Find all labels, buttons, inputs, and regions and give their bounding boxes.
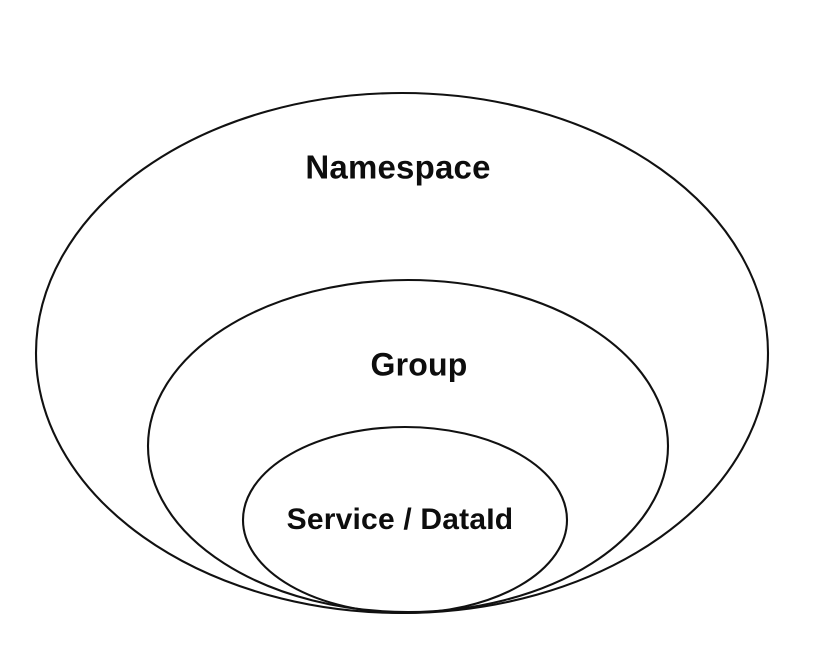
group-label: Group bbox=[371, 346, 468, 382]
service-dataid-label: Service / DataId bbox=[287, 503, 514, 536]
namespace-label: Namespace bbox=[305, 149, 490, 186]
group-ellipse bbox=[146, 278, 670, 614]
service-dataid-ellipse bbox=[241, 425, 569, 615]
